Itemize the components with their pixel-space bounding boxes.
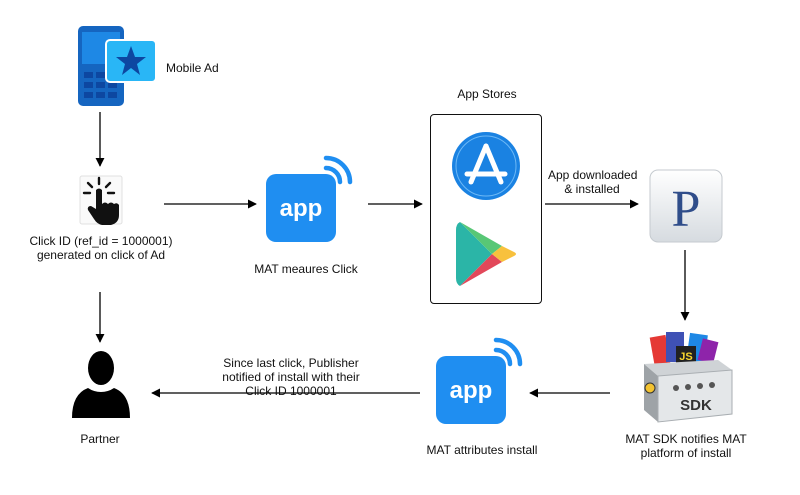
downloaded-line1: App downloaded [548,168,638,182]
app-icon-text: app [280,195,323,222]
sdk-label: MAT SDK notifies MAT platform of install [616,432,756,460]
app-store-icon [452,132,520,200]
sdk-line2: platform of install [640,446,732,460]
mat-install-label: MAT attributes install [426,443,538,457]
app-icon: app [266,155,353,242]
mat-click-label: MAT meaures Click [254,262,358,276]
person-silhouette-icon [72,351,130,418]
publisher-note-line2: notified of install with their [222,370,360,384]
sdk-glyph: SDK [680,397,712,414]
publisher-note-line3: Click ID 1000001 [245,384,337,398]
app-icon-install-text: app [450,377,493,404]
pandora-p-icon: P [649,169,723,243]
click-id-line2: generated on click of Ad [36,248,166,262]
pandora-glyph: P [672,181,701,238]
publisher-note-line1: Since last click, Publisher [223,356,359,370]
sdk-box-icon: JS SDK [644,332,733,423]
mobile-ad-label: Mobile Ad [166,61,219,75]
click-id-line1: Click ID (ref_id = 1000001) [29,234,173,248]
downloaded-label: App downloaded & installed [548,168,638,196]
tap-hand-icon [79,175,123,225]
app-stores-box [430,114,542,304]
click-id-label: Click ID (ref_id = 1000001) generated on… [14,234,188,262]
js-badge: JS [679,351,692,363]
app-stores-label: App Stores [457,87,517,101]
downloaded-line2: & installed [564,182,620,196]
mobile-ad-icon [78,26,157,106]
google-play-icon [456,222,516,286]
sdk-line1: MAT SDK notifies MAT [625,432,747,446]
app-icon-install: app [436,337,523,424]
partner-label: Partner [80,432,120,446]
publisher-note: Since last click, Publisher notified of … [196,356,386,398]
